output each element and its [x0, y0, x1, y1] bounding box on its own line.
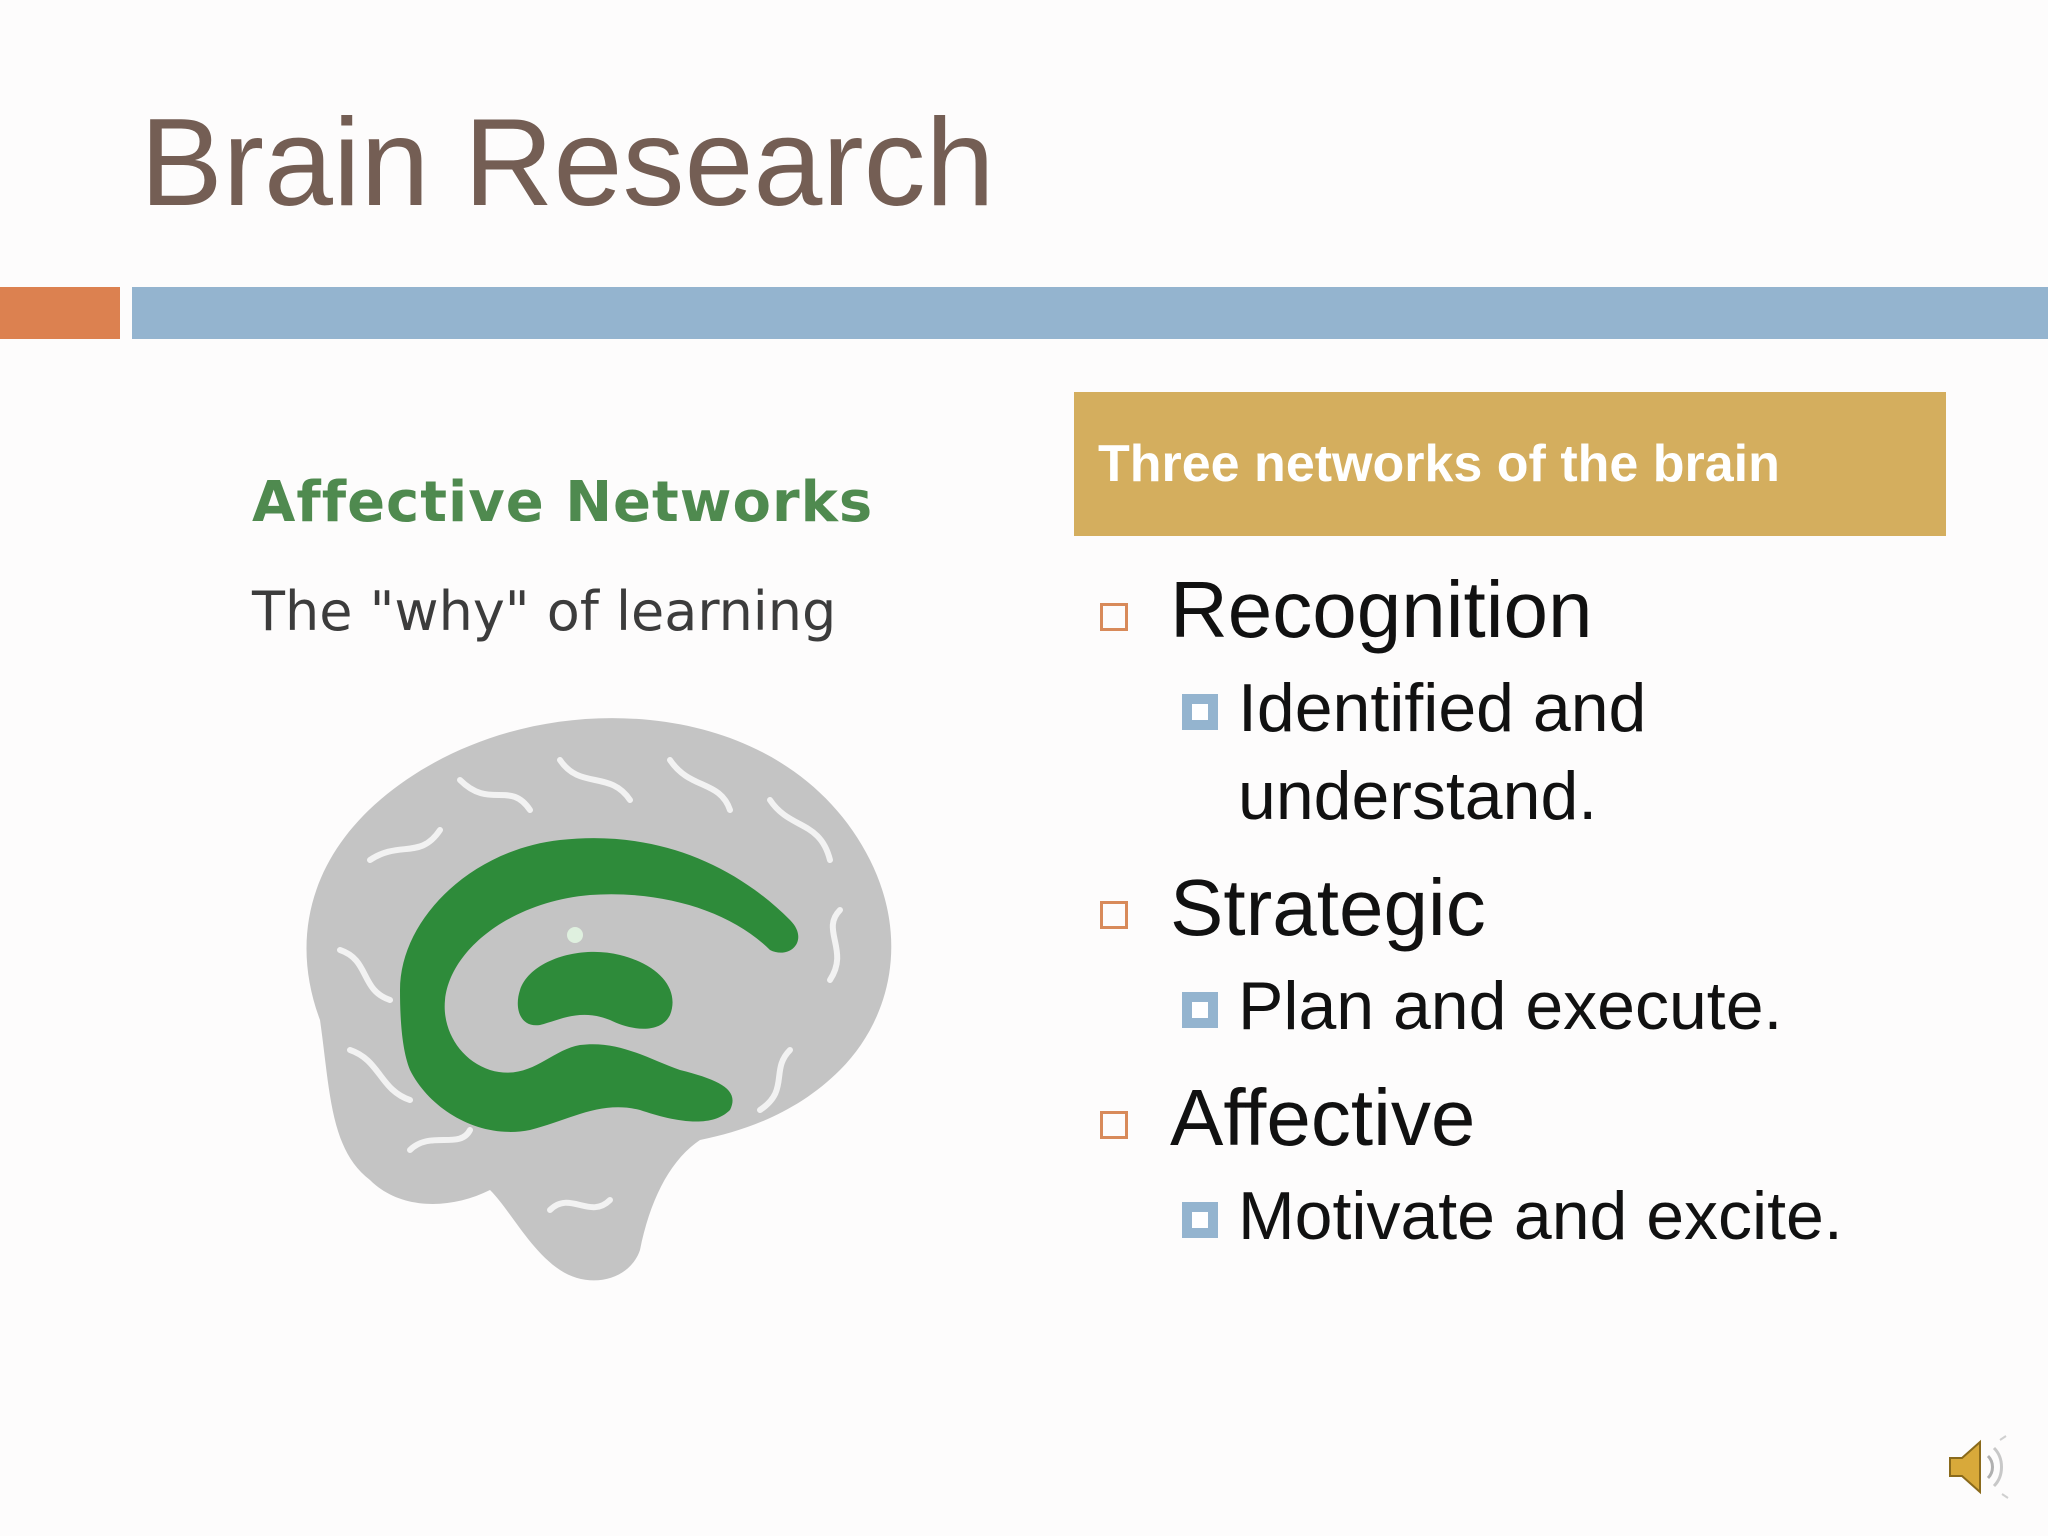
figure-heading: Affective Networks	[252, 470, 874, 535]
list-item: Strategic	[1100, 858, 2020, 958]
network-description: Plan and execute.	[1238, 968, 1783, 1044]
square-bullet-icon	[1100, 603, 1128, 631]
network-list: Recognition Identified and understand. S…	[1100, 560, 2020, 1260]
list-subitem: Plan and execute.	[1100, 962, 2020, 1050]
header-divider-bar	[132, 287, 2048, 339]
list-subitem: Identified and understand.	[1100, 664, 2020, 840]
accent-bar	[0, 287, 120, 339]
network-label: Recognition	[1170, 565, 1593, 654]
panel-header: Three networks of the brain	[1074, 392, 1946, 536]
brain-figure: Affective Networks The "why" of learning	[230, 440, 950, 1340]
square-sub-bullet-icon	[1182, 1202, 1218, 1238]
square-bullet-icon	[1100, 1111, 1128, 1139]
slide-title: Brain Research	[140, 94, 995, 232]
speaker-icon[interactable]	[1946, 1432, 2010, 1502]
thalamus-region	[517, 951, 673, 1029]
list-item: Affective	[1100, 1068, 2020, 1168]
network-description: Identified and understand.	[1238, 670, 1647, 834]
brain-illustration	[306, 718, 892, 1281]
network-description: Motivate and excite.	[1238, 1178, 1843, 1254]
square-sub-bullet-icon	[1182, 694, 1218, 730]
figure-caption: The "why" of learning	[252, 580, 837, 643]
network-label: Strategic	[1170, 863, 1486, 952]
square-sub-bullet-icon	[1182, 992, 1218, 1028]
list-subitem: Motivate and excite.	[1100, 1172, 2020, 1260]
limbic-region	[400, 838, 799, 1132]
panel-header-text: Three networks of the brain	[1098, 435, 1780, 493]
brain-folds	[337, 757, 843, 1213]
list-item: Recognition	[1100, 560, 2020, 660]
square-bullet-icon	[1100, 901, 1128, 929]
network-label: Affective	[1170, 1073, 1476, 1162]
